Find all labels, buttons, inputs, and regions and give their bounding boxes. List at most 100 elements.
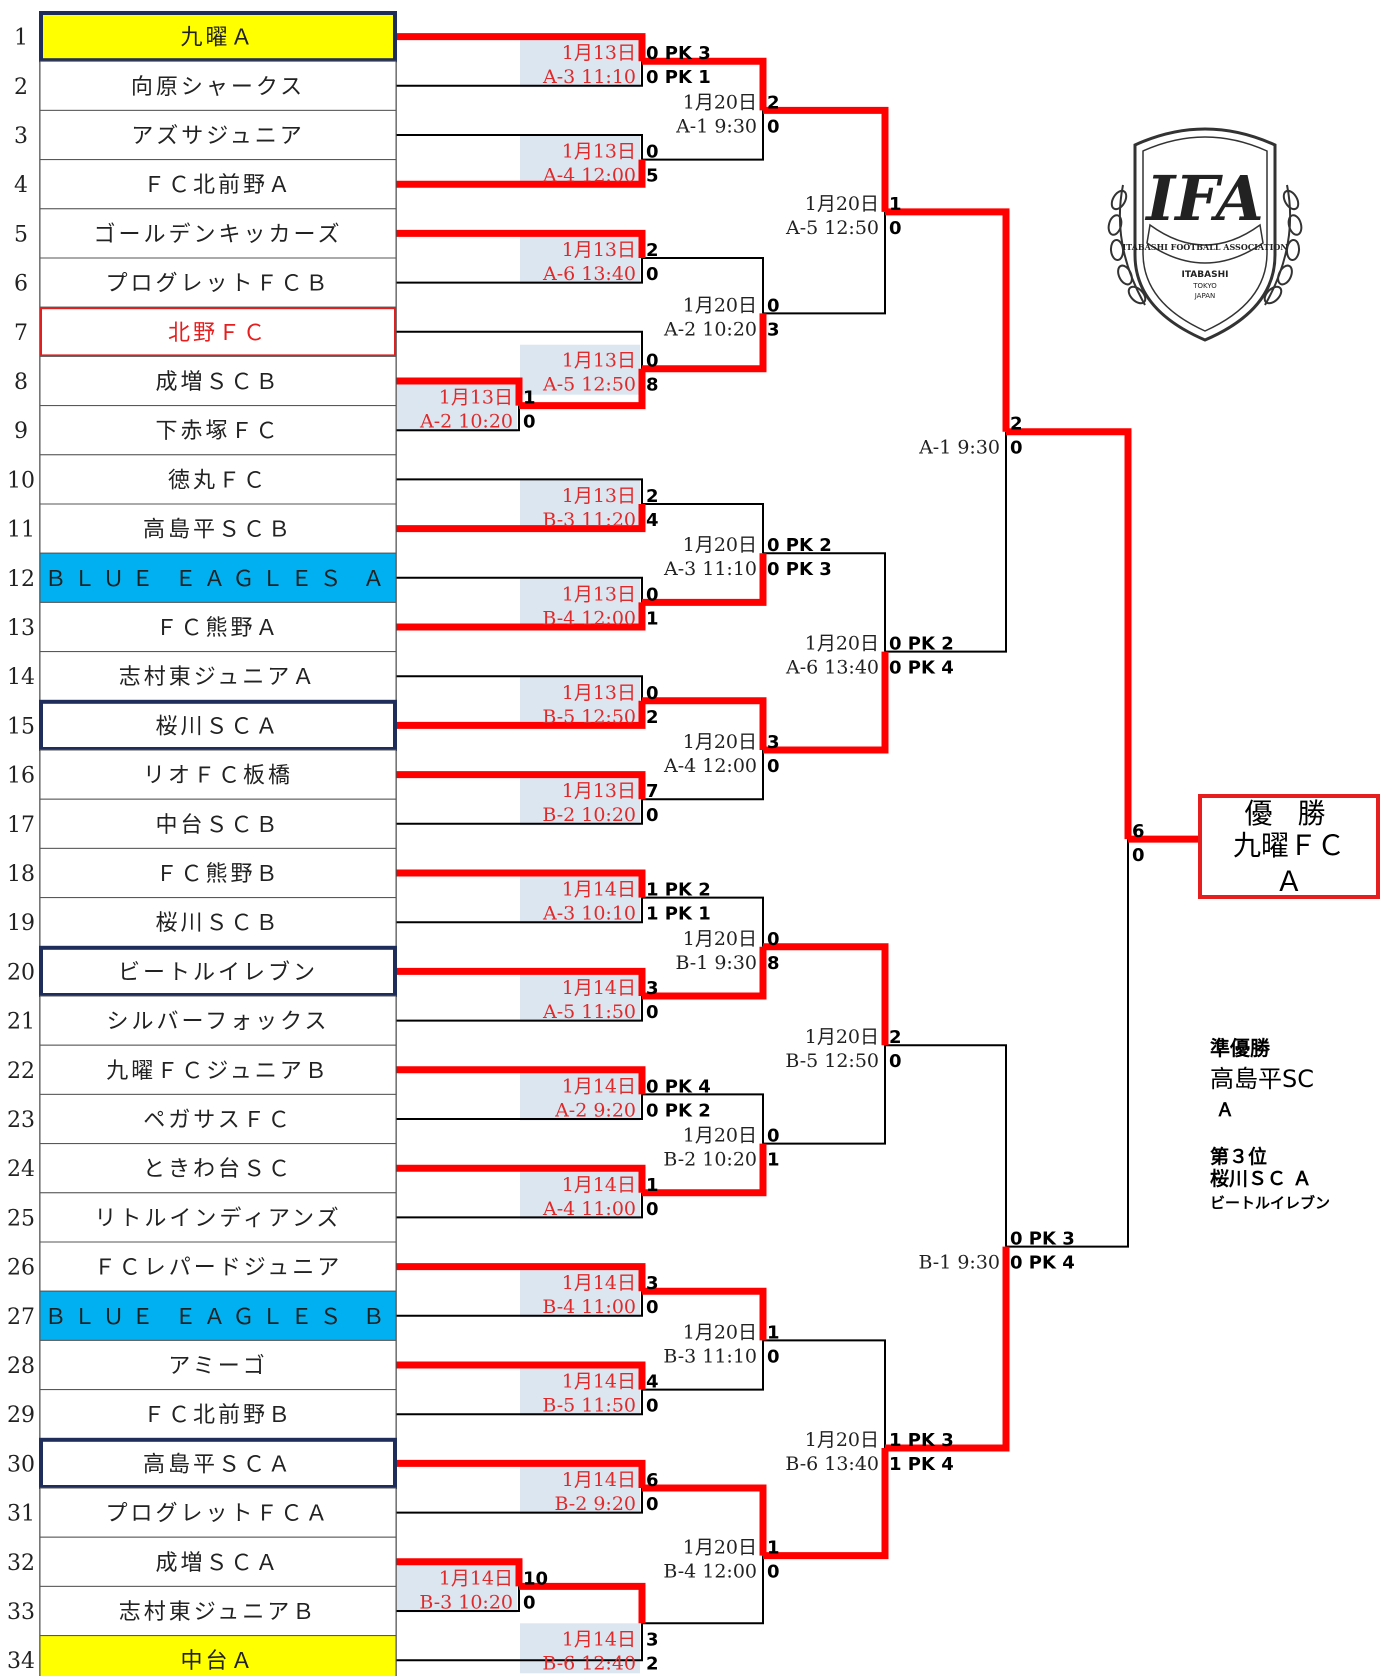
winner-line — [763, 651, 889, 754]
match-slot: A-1 9:30 — [918, 437, 1000, 459]
score-bottom: 0 PK 1 — [646, 67, 711, 88]
team-cell — [39, 355, 397, 407]
score-bottom: 5 — [646, 166, 659, 187]
winner-line — [396, 700, 646, 729]
score-top: 0 PK 2 — [767, 535, 832, 556]
winner-line — [763, 106, 889, 212]
seed-number: 34 — [7, 1649, 35, 1674]
seed-number: 27 — [7, 1305, 35, 1330]
score-bottom: 0 — [646, 805, 659, 826]
score-top: 6 — [1132, 821, 1145, 842]
match-slot: A-3 11:10 — [663, 558, 757, 580]
match-slot: B-4 12:00 — [542, 607, 636, 629]
match-date: 1月20日 — [805, 193, 879, 215]
winner-line — [885, 208, 1010, 432]
logo-ribbon: ITABASHI FOOTBALL ASSOCIATION — [1122, 242, 1287, 252]
match-label-bg — [520, 578, 640, 629]
match-date: 1月20日 — [805, 1026, 879, 1048]
team-cell — [39, 552, 397, 603]
score-top: 1 — [767, 1322, 780, 1343]
seed-number: 14 — [7, 665, 35, 690]
score-top: 0 — [646, 683, 659, 704]
match-slot: A-5 11:50 — [542, 1001, 636, 1023]
match-date: 1月13日 — [562, 42, 636, 64]
match-date: 1月20日 — [683, 731, 757, 753]
team-row: 14 志村東ジュニアＡ — [7, 651, 397, 702]
bracket-line — [642, 896, 764, 947]
team-highlight-frame — [39, 945, 397, 997]
score-bottom: 0 — [646, 1396, 659, 1417]
team-cell — [39, 257, 397, 308]
seed-number: 9 — [14, 419, 28, 444]
bracket-line — [763, 552, 886, 652]
team-name: ＦＣ北前野Ａ — [143, 173, 293, 198]
seed-number: 7 — [14, 321, 28, 346]
score-bottom: 1 — [767, 1150, 780, 1171]
score-bottom: 1 PK 4 — [889, 1454, 954, 1475]
winner-line — [763, 1448, 889, 1560]
score-top: 0 PK 2 — [889, 634, 954, 655]
match-label-bg — [397, 381, 517, 432]
seed-number: 18 — [7, 862, 35, 887]
team-name: 九曜ＦＣジュニアＢ — [106, 1059, 329, 1084]
match-slot: B-1 9:30 — [675, 952, 757, 974]
team-cell — [39, 897, 397, 948]
third-place-team-2: ビートルイレブン — [1210, 1194, 1330, 1212]
match-date: 1月14日 — [562, 879, 636, 901]
match-slot: A-2 10:20 — [663, 318, 757, 340]
runner-up-title: 準優勝 — [1210, 1036, 1271, 1060]
match-slot: B-6 12:40 — [542, 1652, 636, 1674]
bracket-line — [396, 1389, 643, 1416]
team-name: アミーゴ — [168, 1354, 268, 1379]
match-slot: A-5 12:50 — [785, 217, 879, 239]
match-label-bg — [520, 135, 640, 186]
match-date: 1月20日 — [683, 534, 757, 556]
champion-name: 九曜ＦＣ — [1233, 829, 1345, 862]
team-highlight-frame — [39, 11, 397, 63]
team-name: ビートルイレブン — [118, 960, 318, 985]
match-label-bg — [520, 1623, 640, 1674]
score-top: 1 — [889, 194, 902, 215]
score-bottom: 0 — [767, 1562, 780, 1583]
seed-number: 15 — [7, 714, 35, 739]
team-name: リトルインディアンズ — [94, 1206, 341, 1231]
bracket-line — [642, 110, 764, 161]
winner-line — [763, 943, 889, 1046]
match-slot: B-4 11:00 — [542, 1296, 636, 1318]
winner-line — [396, 377, 523, 406]
score-top: 1 PK 2 — [646, 880, 711, 901]
winner-line — [396, 1558, 523, 1587]
score-bottom: 3 — [767, 319, 780, 340]
score-top: 3 — [646, 1629, 659, 1650]
winner-line — [396, 1459, 646, 1488]
team-cell — [39, 1487, 397, 1538]
match-label-bg — [520, 775, 640, 826]
score-bottom: 0 — [889, 1051, 902, 1072]
match-date: 1月13日 — [562, 682, 636, 704]
team-name: ＦＣ北前野Ｂ — [143, 1403, 293, 1428]
team-name: 志村東ジュニアＡ — [119, 665, 317, 690]
match-date: 1月14日 — [562, 1469, 636, 1491]
bracket-line — [763, 211, 886, 315]
bracket-line — [763, 1045, 886, 1145]
score-top: 2 — [1010, 414, 1023, 435]
team-cell — [39, 1044, 397, 1095]
